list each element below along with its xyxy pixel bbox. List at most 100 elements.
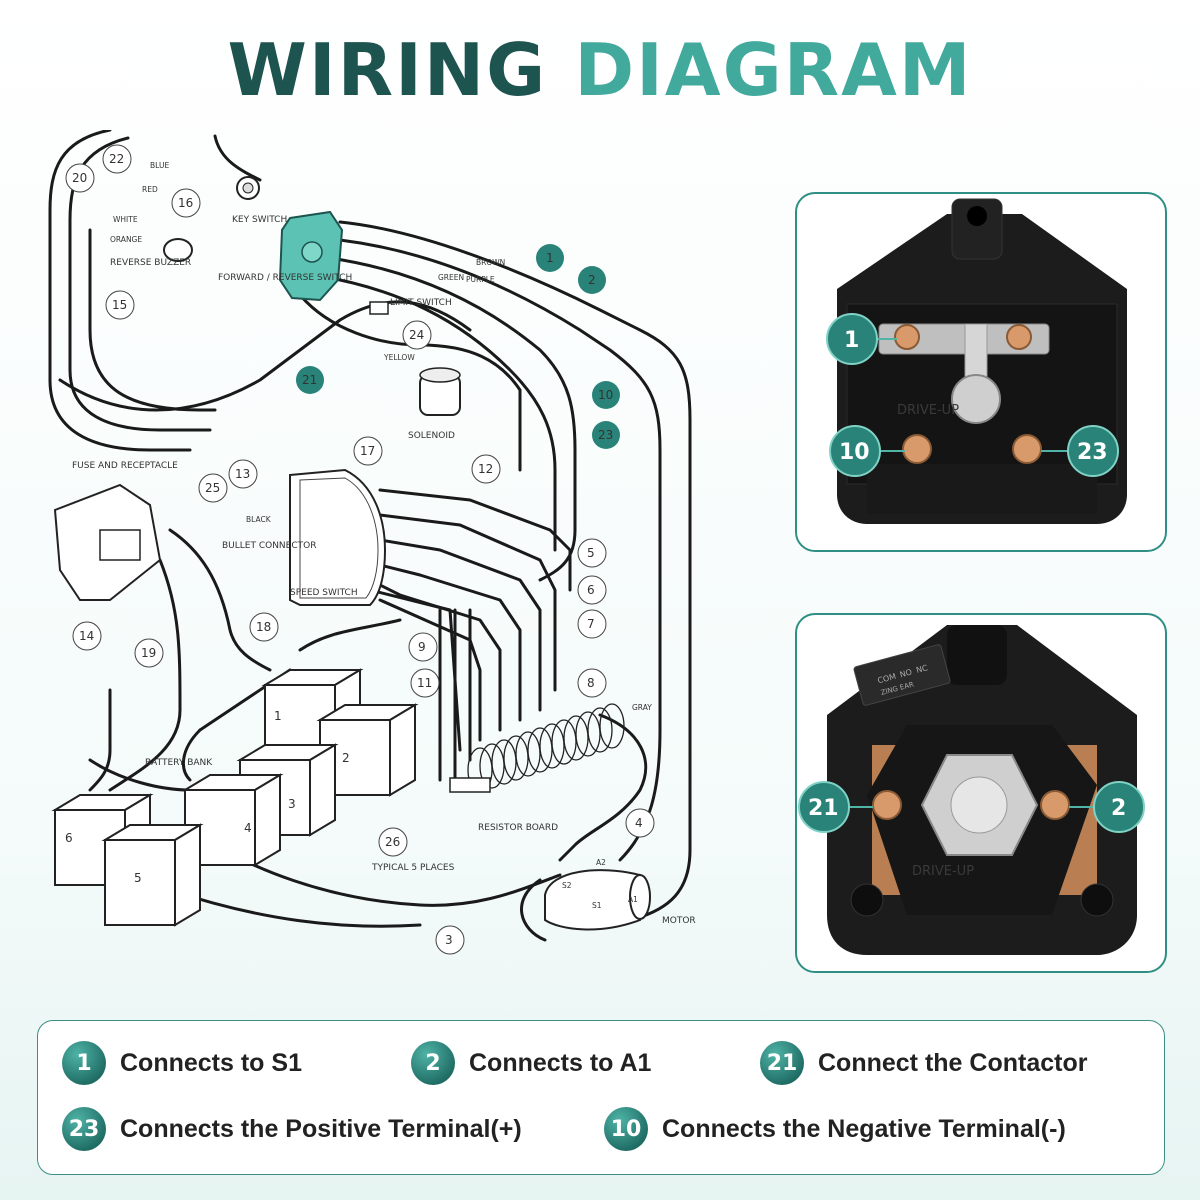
teal-callout-2: 2 (588, 273, 596, 287)
label-fwd-rev-switch: FORWARD / REVERSE SWITCH (218, 273, 352, 283)
callout-5: 5 (587, 546, 595, 560)
teal-callout-21: 21 (302, 373, 317, 387)
callout-circles (65, 144, 655, 955)
battery-number-6: 6 (65, 831, 73, 845)
legend-item-23: 23 Connects the Positive Terminal(+) (62, 1105, 522, 1153)
bottom-badge-21-group: 21 (798, 781, 873, 833)
legend-badge-2: 2 (411, 1041, 455, 1085)
callout-19: 19 (141, 646, 156, 660)
callout-11: 11 (417, 676, 432, 690)
wire-label-purple: PURPLE (466, 275, 495, 284)
wire-label-yellow: YELLOW (383, 353, 415, 362)
legend-text-10: Connects the Negative Terminal(-) (662, 1114, 1066, 1143)
bottom-badge-2: 2 (1111, 796, 1126, 821)
label-motor: MOTOR (662, 916, 696, 926)
callout-9: 9 (418, 640, 426, 654)
terminal-a2: A2 (596, 858, 606, 867)
battery-number-4: 4 (244, 821, 252, 835)
wire-label-black: BLACK (246, 515, 272, 524)
label-speed-switch: SPEED SWITCH (290, 588, 358, 598)
terminal-s1: S1 (592, 901, 602, 910)
resistor-coil (467, 703, 625, 793)
legend-text-21: Connect the Contactor (818, 1048, 1088, 1077)
wire-label-white: WHITE (113, 215, 138, 224)
label-resistor-board: RESISTOR BOARD (478, 823, 558, 833)
wire-label-brown: BROWN (476, 258, 505, 267)
terminal-s2: S2 (562, 881, 572, 890)
battery-5 (101, 823, 204, 927)
key-switch-icon (236, 176, 260, 200)
legend-item-1: 1 Connects to S1 (62, 1039, 302, 1087)
bottom-badge-21: 21 (808, 796, 839, 821)
top-badge-10: 10 (839, 440, 870, 465)
solenoid-icon (419, 367, 461, 416)
top-badge-1-group: 1 (826, 313, 897, 365)
page-title: WIRING DIAGRAM (0, 28, 1200, 112)
top-badge-23: 23 (1077, 440, 1108, 465)
forward-reverse-switch (278, 210, 344, 302)
top-badge-1: 1 (844, 328, 859, 353)
battery-bank (51, 668, 419, 927)
teal-callout-10: 10 (598, 388, 613, 402)
callout-12: 12 (478, 462, 493, 476)
label-bullet-connector: BULLET CONNECTOR (222, 541, 316, 551)
callout-3: 3 (445, 933, 453, 947)
bottom-terminal-photo: COM NO NC ZING EAR DRIVE-UP 21 2 (798, 625, 1145, 955)
battery-number-1: 1 (274, 709, 282, 723)
legend-item-2: 2 Connects to A1 (411, 1039, 651, 1087)
label-key-switch: KEY SWITCH (232, 215, 287, 225)
callout-20: 20 (72, 171, 87, 185)
wire-paths (48, 130, 692, 942)
wire-label-red: RED (142, 185, 158, 194)
teal-callout-1: 1 (546, 251, 554, 265)
legend-item-21: 21 Connect the Contactor (760, 1039, 1087, 1087)
battery-number-3: 3 (288, 797, 296, 811)
wire-label-gray: GRAY (632, 703, 652, 712)
label-fuse: FUSE AND RECEPTACLE (72, 461, 178, 471)
wire-label-green: GREEN (438, 273, 464, 282)
callout-14: 14 (79, 629, 94, 643)
legend-badge-10: 10 (604, 1107, 648, 1151)
legend-badge-23: 23 (62, 1107, 106, 1151)
bottom-terminal-photo-panel: COM NO NC ZING EAR DRIVE-UP 21 2 (795, 613, 1167, 973)
callout-22: 22 (109, 152, 124, 166)
top-terminal-photo-panel: DRIVE-UP 1 10 23 (795, 192, 1167, 552)
top-badge-10-group: 10 (829, 425, 905, 477)
callout-26: 26 (385, 835, 400, 849)
resistor-board (449, 777, 491, 793)
legend-text-23: Connects the Positive Terminal(+) (120, 1114, 522, 1143)
callout-16: 16 (178, 196, 193, 210)
label-battery-bank: BATTERY BANK (145, 758, 213, 768)
legend-badge-21: 21 (760, 1041, 804, 1085)
top-terminal-photo: DRIVE-UP 1 10 23 (826, 198, 1127, 524)
teal-callout-23: 23 (598, 428, 613, 442)
callout-24: 24 (409, 328, 424, 342)
callout-8: 8 (587, 676, 595, 690)
label-reverse-buzzer: REVERSE BUZZER (110, 258, 191, 268)
legend-text-1: Connects to S1 (120, 1048, 302, 1077)
battery-number-5: 5 (134, 871, 142, 885)
speed-switch-icon (289, 468, 387, 606)
legend-item-10: 10 Connects the Negative Terminal(-) (604, 1105, 1066, 1153)
terminal-a1: A1 (628, 895, 638, 904)
fuse-receptacle-icon (53, 483, 162, 601)
callout-13: 13 (235, 467, 250, 481)
label-typical: TYPICAL 5 PLACES (371, 863, 455, 873)
battery-number-2: 2 (342, 751, 350, 765)
callout-7: 7 (587, 617, 595, 631)
switch-label-no: NO (899, 668, 913, 680)
callout-25: 25 (205, 481, 220, 495)
wire-label-orange: ORANGE (110, 235, 142, 244)
legend-badge-1: 1 (62, 1041, 106, 1085)
bottom-watermark: DRIVE-UP (912, 864, 974, 879)
callout-17: 17 (360, 444, 375, 458)
callout-18: 18 (256, 620, 271, 634)
legend-text-2: Connects to A1 (469, 1048, 652, 1077)
callout-15: 15 (112, 298, 127, 312)
callout-4: 4 (635, 816, 643, 830)
label-solenoid: SOLENOID (408, 431, 455, 441)
bottom-badge-2-group: 2 (1069, 781, 1145, 833)
title-word-wiring: WIRING (227, 28, 548, 112)
label-limit-switch: LIMIT SWITCH (390, 298, 452, 308)
top-watermark: DRIVE-UP (897, 403, 959, 418)
